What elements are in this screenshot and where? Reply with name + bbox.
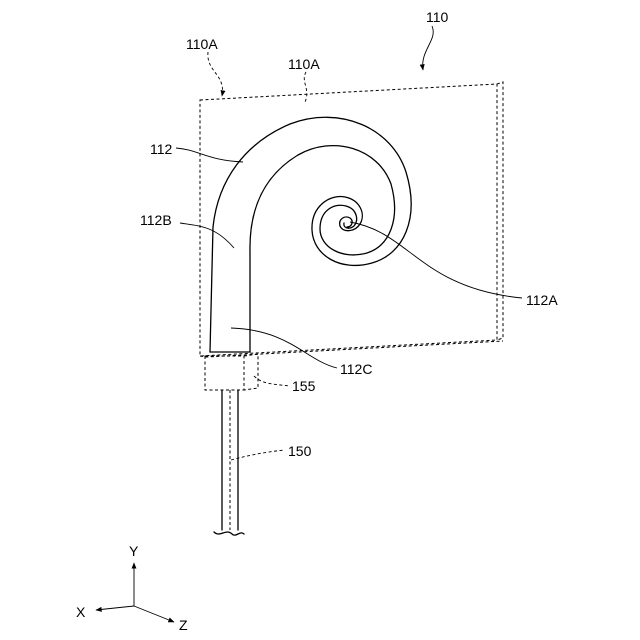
label-112c: 112C (340, 361, 372, 377)
label-150: 150 (288, 443, 312, 459)
axis-label-z: Z (179, 617, 188, 633)
axis-label-y: Y (129, 543, 139, 559)
z-axis-arrow (134, 606, 174, 622)
spiral-antenna (210, 117, 411, 352)
label-112a: 112A (526, 292, 558, 308)
x-axis-arrow (96, 606, 134, 610)
label-155: 155 (292, 378, 316, 394)
axis-label-x: X (76, 604, 86, 620)
coaxial-cable (214, 390, 244, 535)
connector (205, 354, 258, 390)
label-112: 112 (150, 141, 173, 157)
label-110: 110 (426, 9, 449, 25)
coordinate-axes: Y X Z (76, 543, 188, 633)
label-110a-top: 110A (288, 56, 320, 72)
reference-labels: 110 110A 110A 112 112B 112A 112C 155 150 (140, 9, 558, 459)
label-110a-left: 110A (186, 36, 218, 52)
label-112b: 112B (140, 212, 172, 228)
leader-lines (176, 26, 522, 460)
